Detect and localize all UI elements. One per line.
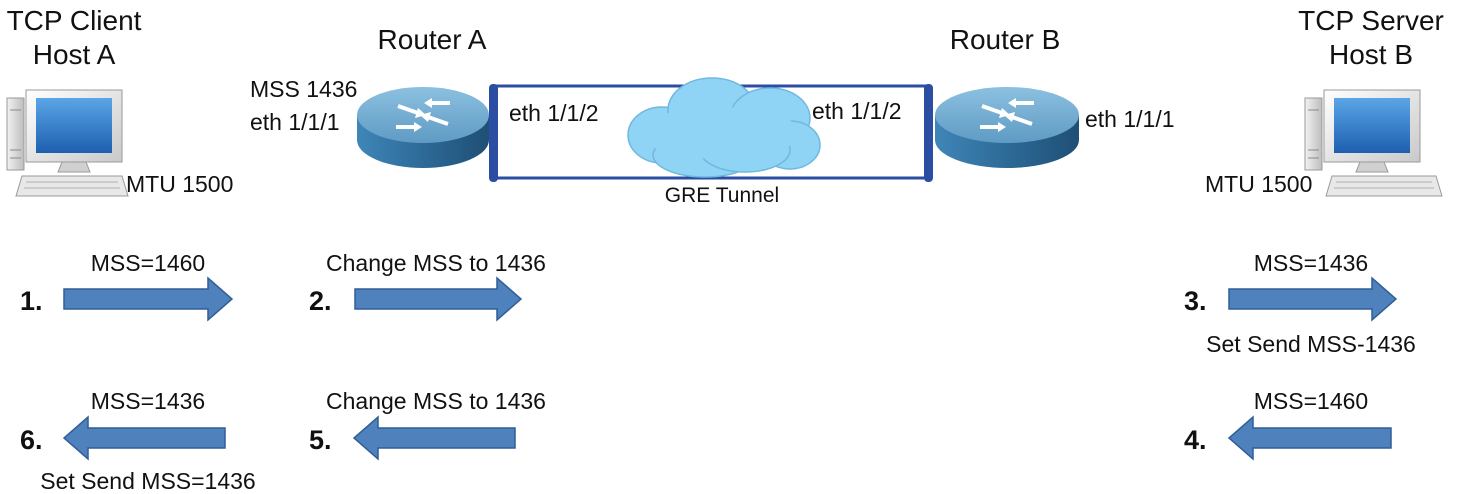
step-3-label-below: Set Send MSS-1436 [1206,331,1416,357]
router-a-outer-port: eth 1/1/1 [250,109,340,135]
step-4-number: 4. [1184,425,1207,455]
arrow-step-5 [352,415,516,461]
step-1-number: 1. [20,286,43,316]
host-b-title-line1: TCP Server [1298,5,1444,36]
host-a-title-line1: TCP Client [6,5,142,36]
host-a-computer-icon [6,89,129,197]
host-a-title-line2: Host A [32,39,116,70]
router-b-tunnel-port: eth 1/1/2 [812,98,902,124]
step-6-number: 6. [20,425,43,455]
step-2-number: 2. [309,286,332,316]
host-a-mtu-label: MTU 1500 [126,171,234,197]
router-a-tunnel-port: eth 1/1/2 [509,100,599,126]
step-6-label-below: Set Send MSS=1436 [40,468,256,494]
router-b-title: Router B [949,24,1061,55]
step-1-label-above: MSS=1460 [90,250,206,276]
router-a-icon [357,87,489,168]
router-b-outer-port: eth 1/1/1 [1085,106,1175,132]
arrow-step-2 [354,276,523,322]
host-b-mtu-label: MTU 1500 [1205,171,1313,197]
router-b-icon [935,87,1079,168]
arrow-step-4 [1227,415,1392,461]
step-6-label-above: MSS=1436 [90,388,206,414]
step-3-label-above: MSS=1436 [1253,250,1369,276]
host-b-computer-icon [1304,89,1443,197]
arrow-step-3 [1228,276,1398,322]
gre-tunnel-label: GRE Tunnel [664,184,780,207]
router-a-title: Router A [377,24,487,55]
host-b-title-line2: Host B [1328,39,1414,70]
step-3-number: 3. [1184,286,1207,316]
step-5-number: 5. [309,425,332,455]
step-4-label-above: MSS=1460 [1253,388,1369,414]
arrow-step-1 [63,276,234,322]
step-2-label-above: Change MSS to 1436 [326,250,546,276]
router-a-mss-label: MSS 1436 [250,76,358,102]
arrow-step-6 [62,415,226,461]
step-5-label-above: Change MSS to 1436 [326,388,546,414]
